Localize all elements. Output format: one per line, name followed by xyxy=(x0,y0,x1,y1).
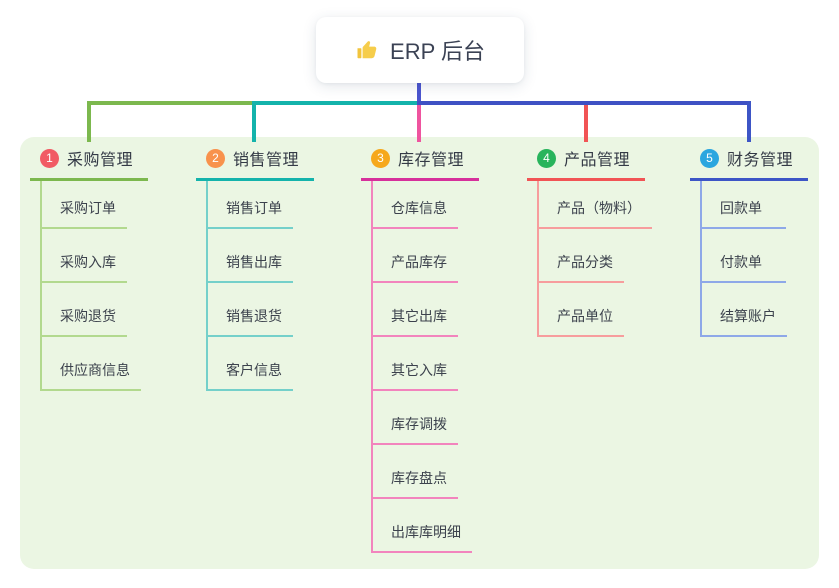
mindmap-item[interactable]: 结算账户 xyxy=(702,283,787,337)
root-title: ERP 后台 xyxy=(390,39,485,64)
connector-drop-purchase xyxy=(87,101,91,142)
mindmap-item[interactable]: 采购订单 xyxy=(42,181,127,229)
branch-label: 采购管理 xyxy=(67,152,134,169)
mindmap-item[interactable]: 回款单 xyxy=(702,181,786,229)
branch-product: 4 产品管理 产品（物料） 产品分类 产品单位 xyxy=(527,142,652,337)
branch-header-product[interactable]: 4 产品管理 xyxy=(527,142,645,181)
connector-drop-sales xyxy=(252,105,256,142)
mindmap-item[interactable]: 出库库明细 xyxy=(373,499,472,553)
connector-bus-green xyxy=(87,101,253,105)
badge-1: 1 xyxy=(40,148,59,168)
branch-sales: 2 销售管理 销售订单 销售出库 销售退货 客户信息 xyxy=(196,142,314,391)
badge-3: 3 xyxy=(371,148,390,168)
branch-label: 产品管理 xyxy=(564,152,631,169)
mindmap-item[interactable]: 销售出库 xyxy=(208,229,293,283)
mindmap-item[interactable]: 销售订单 xyxy=(208,181,293,229)
mindmap-item[interactable]: 产品（物料） xyxy=(539,181,652,229)
mindmap-item[interactable]: 产品分类 xyxy=(539,229,624,283)
mindmap-item[interactable]: 付款单 xyxy=(702,229,786,283)
branch-items-inventory: 仓库信息 产品库存 其它出库 其它入库 库存调拨 库存盘点 出库库明细 xyxy=(371,181,472,553)
mindmap-item[interactable]: 库存盘点 xyxy=(373,445,458,499)
mindmap-item[interactable]: 客户信息 xyxy=(208,337,293,391)
connector-drop-inventory xyxy=(417,105,421,142)
badge-4: 4 xyxy=(537,148,556,168)
branch-inventory: 3 库存管理 仓库信息 产品库存 其它出库 其它入库 库存调拨 库存盘点 出库库… xyxy=(361,142,479,553)
mindmap-item[interactable]: 库存调拨 xyxy=(373,391,458,445)
branch-finance: 5 财务管理 回款单 付款单 结算账户 xyxy=(690,142,808,337)
mindmap-item[interactable]: 销售退货 xyxy=(208,283,293,337)
branch-header-sales[interactable]: 2 销售管理 xyxy=(196,142,314,181)
branch-label: 库存管理 xyxy=(398,152,465,169)
connector-bus-teal xyxy=(252,101,418,105)
mindmap-item[interactable]: 采购入库 xyxy=(42,229,127,283)
branch-items-purchase: 采购订单 采购入库 采购退货 供应商信息 xyxy=(40,181,141,391)
mindmap-item[interactable]: 产品库存 xyxy=(373,229,458,283)
connector-drop-product xyxy=(584,105,588,142)
mindmap-item[interactable]: 其它入库 xyxy=(373,337,458,391)
connector-root-drop xyxy=(417,83,421,103)
branch-items-product: 产品（物料） 产品分类 产品单位 xyxy=(537,181,652,337)
mindmap-item[interactable]: 其它出库 xyxy=(373,283,458,337)
badge-5: 5 xyxy=(700,148,719,168)
mindmap-item[interactable]: 仓库信息 xyxy=(373,181,458,229)
erp-root-node[interactable]: ERP 后台 xyxy=(316,17,524,83)
mindmap-item[interactable]: 供应商信息 xyxy=(42,337,141,391)
branch-items-finance: 回款单 付款单 结算账户 xyxy=(700,181,787,337)
mindmap-item[interactable]: 产品单位 xyxy=(539,283,624,337)
branch-label: 销售管理 xyxy=(233,152,300,169)
branch-header-inventory[interactable]: 3 库存管理 xyxy=(361,142,479,181)
badge-2: 2 xyxy=(206,148,225,168)
mindmap-item[interactable]: 采购退货 xyxy=(42,283,127,337)
branch-label: 财务管理 xyxy=(727,152,794,169)
branch-header-finance[interactable]: 5 财务管理 xyxy=(690,142,808,181)
branch-purchase: 1 采购管理 采购订单 采购入库 采购退货 供应商信息 xyxy=(30,142,148,391)
connector-drop-finance xyxy=(747,101,751,142)
branch-items-sales: 销售订单 销售出库 销售退货 客户信息 xyxy=(206,181,293,391)
thumbs-up-icon xyxy=(355,38,379,62)
branch-header-purchase[interactable]: 1 采购管理 xyxy=(30,142,148,181)
connector-bus-blue xyxy=(417,101,751,105)
